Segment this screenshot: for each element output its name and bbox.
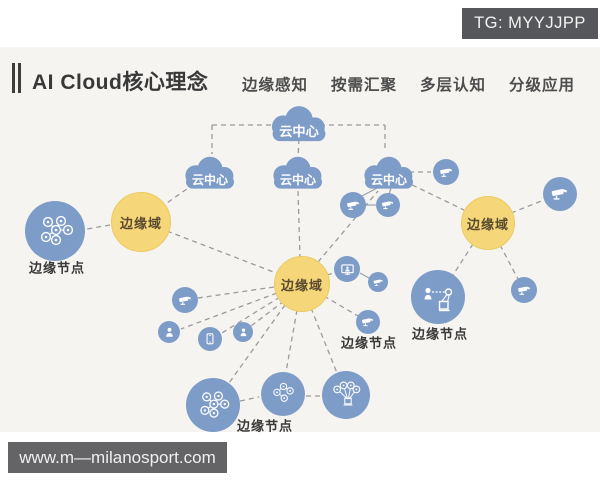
edge-node-label: 边缘节点 (411, 326, 469, 342)
camera-hub-node (322, 371, 370, 419)
cctv-camera-node (376, 193, 400, 217)
node-cluster-icon (40, 215, 74, 246)
concept-edge-sensing: 边缘感知 (242, 77, 309, 94)
monitor-screen-icon (340, 263, 354, 275)
cloud-center-mid: 云中心 (268, 153, 328, 193)
cloud-icon: 云中心 (364, 156, 413, 189)
edge-domain-label: 边缘域 (466, 216, 509, 232)
svg-text:云中心: 云中心 (280, 172, 316, 187)
camera-hub-icon (333, 381, 361, 406)
edge-domain-right: 边缘域 (461, 196, 515, 250)
title-accent-bar (18, 63, 21, 93)
concept-tiered-app: 分级应用 (509, 77, 576, 94)
cloud-center-right: 云中心 (359, 153, 419, 193)
cctv-camera-node (543, 177, 577, 211)
title-accent-bar (12, 63, 15, 93)
concept-list: 边缘感知 按需汇聚 多层认知 分级应用 (242, 73, 575, 95)
cloud-icon: 云中心 (185, 156, 234, 189)
monitoring-setup-icon (424, 287, 453, 312)
tablet-device-icon (206, 333, 214, 345)
edge-node-label: 边缘节点 (340, 335, 398, 351)
monitoring-setup-node (411, 270, 465, 324)
edge-domain-center: 边缘域 (274, 256, 330, 312)
cloud-center-top: 云中心 (266, 102, 332, 146)
cctv-camera-icon (439, 168, 452, 177)
edge-domain-label: 边缘域 (280, 277, 323, 293)
watermark-bottom-badge: www.m—milanosport.com (8, 442, 227, 473)
person-node (158, 321, 180, 343)
cloud-icon: 云中心 (273, 156, 322, 189)
cloud-icon: 云中心 (271, 106, 326, 142)
edge-node-label: 边缘节点 (236, 418, 294, 434)
cctv-camera-node (433, 159, 459, 185)
cctv-camera-icon (346, 201, 359, 210)
concept-on-demand: 按需汇聚 (331, 77, 398, 94)
cctv-camera-node (368, 272, 388, 292)
cctv-camera-node (172, 287, 198, 313)
node-cluster-node (186, 378, 240, 432)
cctv-camera-node (340, 192, 366, 218)
cctv-camera-icon (381, 201, 394, 210)
cctv-camera-icon (178, 296, 191, 305)
cctv-camera-icon (551, 189, 568, 200)
person-icon (165, 327, 173, 337)
person-node (233, 322, 253, 342)
tablet-device-node (198, 327, 222, 351)
edge-domain-label: 边缘域 (119, 215, 162, 231)
edge-node-label: 边缘节点 (28, 260, 86, 276)
svg-text:云中心: 云中心 (192, 172, 228, 187)
concept-multilayer: 多层认知 (420, 77, 487, 94)
page-title: AI Cloud核心理念 (32, 71, 209, 94)
node-chain-icon (272, 382, 294, 402)
cctv-camera-node (511, 277, 537, 303)
cctv-camera-icon (373, 279, 383, 286)
svg-text:云中心: 云中心 (279, 123, 319, 139)
cctv-camera-icon (361, 318, 374, 327)
node-chain-node (261, 372, 305, 416)
edge-domain-left: 边缘域 (111, 192, 171, 252)
cloud-center-left: 云中心 (180, 153, 240, 193)
watermark-top-badge: TG: MYYJJPP (462, 8, 598, 39)
node-cluster-node (25, 201, 85, 261)
person-icon (240, 327, 246, 336)
cctv-camera-icon (517, 286, 530, 295)
svg-text:云中心: 云中心 (371, 172, 407, 187)
node-cluster-icon (200, 391, 230, 418)
cctv-camera-node (356, 310, 380, 334)
monitor-screen-node (334, 256, 360, 282)
